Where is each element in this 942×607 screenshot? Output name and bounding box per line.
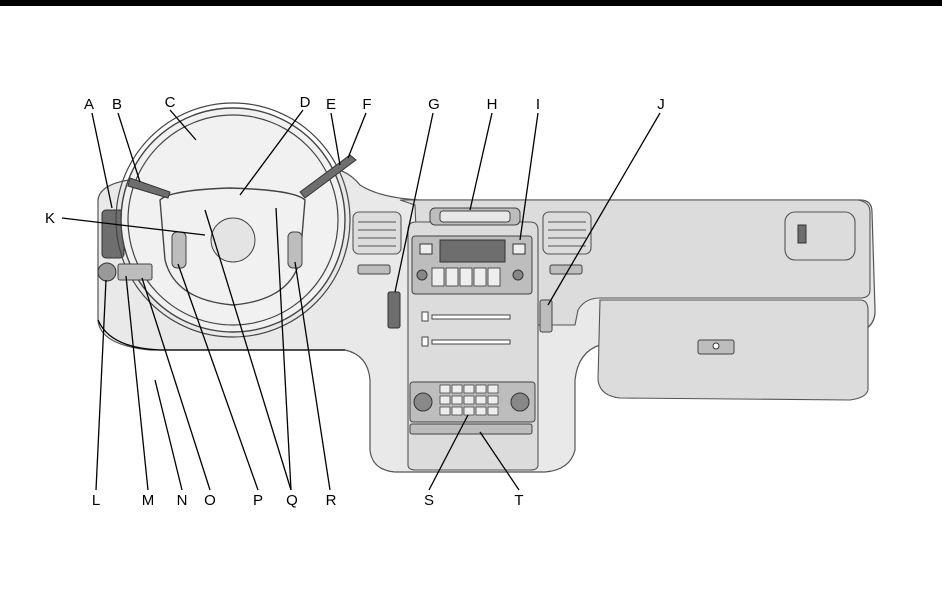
label-r: R <box>326 492 337 509</box>
label-q: Q <box>286 492 298 509</box>
top-border-bar <box>0 0 942 6</box>
label-n: N <box>177 492 188 509</box>
label-k: K <box>45 210 55 227</box>
label-j: J <box>657 96 665 113</box>
label-e: E <box>326 96 336 113</box>
label-h: H <box>487 96 498 113</box>
label-f: F <box>362 96 371 113</box>
label-i: I <box>536 96 540 113</box>
label-o: O <box>204 492 216 509</box>
label-l: L <box>92 492 100 509</box>
label-s: S <box>424 492 434 509</box>
label-p: P <box>253 492 263 509</box>
label-d: D <box>300 94 311 111</box>
dashboard-illustration <box>98 103 875 472</box>
label-g: G <box>428 96 440 113</box>
label-t: T <box>514 492 523 509</box>
label-c: C <box>165 94 176 111</box>
label-a: A <box>84 96 94 113</box>
label-m: M <box>142 492 155 509</box>
label-b: B <box>112 96 122 113</box>
